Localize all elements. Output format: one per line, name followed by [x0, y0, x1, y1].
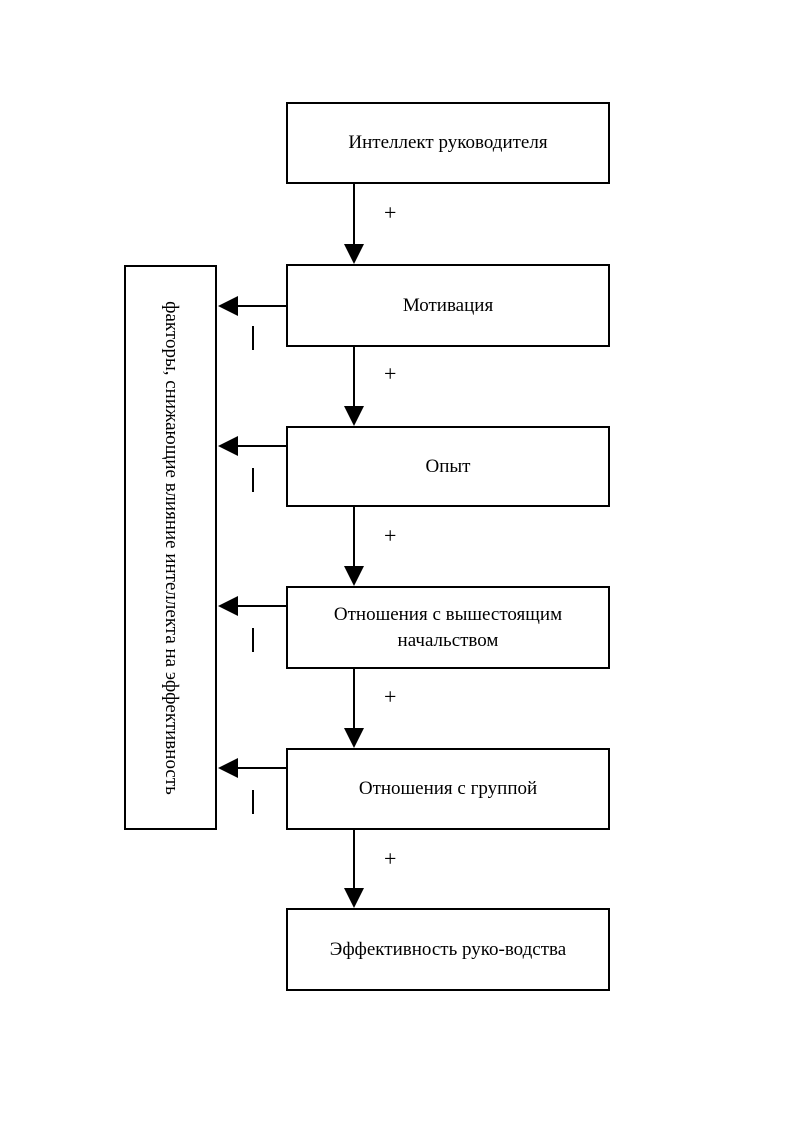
box-group-label: Отношения с группой — [358, 778, 538, 800]
minus-sign-2 — [252, 468, 254, 492]
plus-sign-5: + — [384, 846, 397, 871]
box-superiors: Отношения с вышестоящим начальством — [286, 586, 610, 669]
box-superiors-label: Отношения с вышестоящим начальством — [333, 603, 563, 651]
minus-sign-3 — [252, 628, 254, 652]
box-experience-label: Опыт — [425, 455, 471, 477]
box-experience: Опыт — [286, 426, 610, 507]
plus-sign-3: + — [384, 523, 397, 548]
box-effectiveness: Эффективность руко-водства — [286, 908, 610, 991]
box-motivation-label: Мотивация — [402, 294, 494, 316]
box-motivation: Мотивация — [286, 264, 610, 347]
plus-sign-4: + — [384, 684, 397, 709]
box-intellect: Интеллект руководителя — [286, 102, 610, 184]
minus-sign-4 — [252, 790, 254, 814]
box-intellect-label: Интеллект руководителя — [348, 132, 548, 154]
plus-sign-1: + — [384, 200, 397, 225]
box-effectiveness-label: Эффективность руко-водства — [329, 938, 567, 960]
box-group: Отношения с группой — [286, 748, 610, 830]
minus-sign-1 — [252, 326, 254, 350]
side-factors-box: факторы, снижающие влияние интеллекта на… — [124, 265, 217, 830]
plus-sign-2: + — [384, 361, 397, 386]
side-factors-label: факторы, снижающие влияние интеллекта на… — [160, 300, 182, 795]
